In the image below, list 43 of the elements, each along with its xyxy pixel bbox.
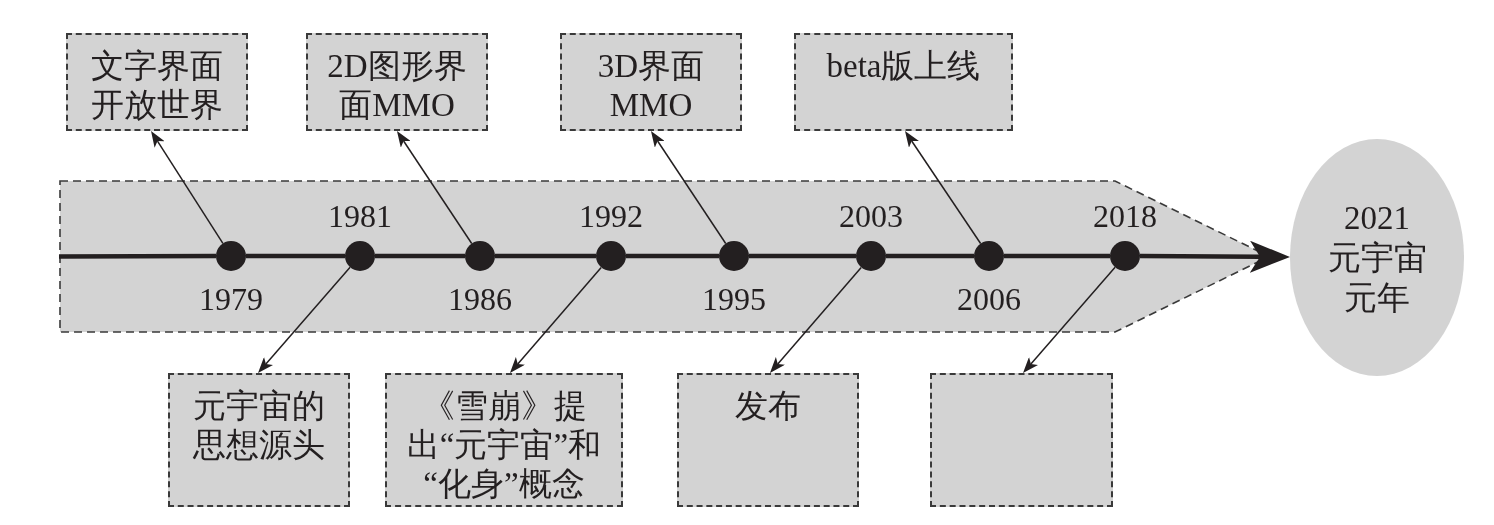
- timeline-line: [375, 253, 465, 259]
- milestone-ellipse: [1290, 139, 1464, 376]
- leader-arrow: [905, 131, 982, 245]
- timeline-line: [626, 253, 719, 259]
- leader-arrow: [258, 266, 351, 374]
- event-box: [66, 33, 248, 131]
- year-label: 1981: [328, 197, 392, 235]
- leader-arrow: [1023, 266, 1116, 374]
- timeline-arrow: [1140, 240, 1290, 273]
- event-box: [930, 373, 1113, 507]
- year-label: 2003: [839, 197, 903, 235]
- event-box: [385, 373, 623, 507]
- year-label: 1979: [199, 280, 263, 318]
- event-box: [168, 373, 350, 507]
- timeline-line: [886, 253, 974, 259]
- event-box: [306, 33, 488, 131]
- leader-arrow: [650, 131, 727, 245]
- leader-arrow: [396, 131, 473, 245]
- event-label: 发布: [735, 387, 801, 426]
- year-label: 2021: [1344, 198, 1410, 238]
- event-label: beta版上线: [826, 47, 981, 86]
- leader-arrow: [769, 266, 862, 373]
- leader-arrow: [151, 131, 224, 245]
- timeline-line: [749, 253, 856, 259]
- year-label: 2018: [1093, 197, 1157, 235]
- event-box: [560, 33, 742, 131]
- event-box: [794, 33, 1013, 131]
- event-label: 元宇宙的思想源头: [192, 387, 326, 465]
- event-label: 3D界面MMO: [596, 47, 706, 125]
- timeline-line: [1004, 253, 1110, 259]
- event-label: 2D图形界面MMO: [326, 47, 468, 125]
- event-label: 文字界面开放世界: [90, 47, 224, 125]
- timeline-line: [495, 253, 596, 259]
- milestone-label: 元宇宙元年: [1326, 238, 1428, 318]
- timeline-line: [59, 253, 216, 259]
- event-box: [677, 373, 859, 507]
- leader-arrow: [509, 266, 602, 373]
- year-label: 1992: [579, 197, 643, 235]
- year-label: 1995: [702, 280, 766, 318]
- timeline-line: [246, 253, 345, 259]
- year-label: 1986: [448, 280, 512, 318]
- year-label: 2006: [957, 280, 1021, 318]
- event-label: 《雪崩》提出“元宇宙”和“化身”概念: [406, 387, 602, 504]
